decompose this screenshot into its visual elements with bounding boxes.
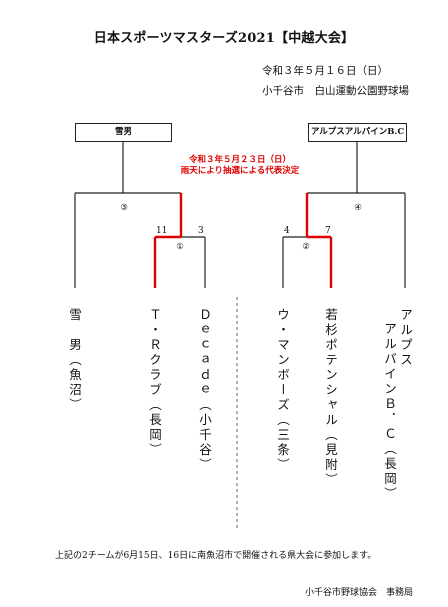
- score-m1-right: 3: [198, 226, 204, 236]
- event-venue: 小千谷市 白山運動公園野球場: [262, 85, 409, 97]
- team-city: （長岡）: [147, 398, 162, 458]
- score-m1-left: 11: [156, 226, 168, 236]
- match-label-2: ②: [302, 242, 310, 252]
- seed-box-left: 雪男: [75, 123, 172, 142]
- team-name: Ｔ・Ｒクラブ: [147, 308, 162, 398]
- rain-note-text: 雨天により抽選による代表決定: [180, 166, 300, 176]
- team-u-manbozu: ウ・マンボーズ（三条）: [275, 308, 290, 473]
- team-city: （三条）: [275, 413, 290, 473]
- team-wakasugi-potential: 若杉ポテンシャル（見附）: [323, 308, 338, 488]
- seed-box-right: アルプスアルパインB.C: [308, 123, 407, 142]
- team-decade: Ｄｅｃａｄｅ（小千谷）: [197, 308, 212, 473]
- match-label-3: ③: [120, 203, 128, 213]
- team-yukiotoko: 雪 男（魚沼）: [67, 308, 82, 413]
- team-city: （見附）: [323, 428, 338, 488]
- team-city: （小千谷）: [197, 398, 212, 473]
- team-name: アルパインＢ．Ｃ: [382, 322, 397, 442]
- rain-note: 令和３年５月２３日（日） 雨天により抽選による代表決定: [140, 155, 340, 177]
- team-alps-line1: アルプス: [398, 308, 413, 368]
- event-date: 令和３年５月１６日（日）: [262, 65, 388, 77]
- footer-note: 上記の2チームが6月15日、16日に南魚沼市で開催される県大会に参加します。: [55, 551, 377, 561]
- page-title: 日本スポーツマスターズ2021【中越大会】: [93, 31, 355, 46]
- match-label-1: ①: [176, 242, 184, 252]
- team-name: 雪 男: [67, 308, 82, 353]
- score-m2-right: 7: [325, 226, 331, 236]
- score-m2-left: 4: [284, 226, 290, 236]
- team-city: （長岡）: [382, 442, 397, 502]
- match-label-4: ④: [354, 203, 362, 213]
- team-name: ウ・マンボーズ: [275, 308, 290, 413]
- rain-note-date: 令和３年５月２３日（日）: [188, 155, 291, 165]
- team-tr-club: Ｔ・Ｒクラブ（長岡）: [147, 308, 162, 458]
- team-name: Ｄｅｃａｄｅ: [197, 308, 212, 398]
- team-alps-alpine: アルパインＢ．Ｃ（長岡）: [382, 322, 397, 502]
- organizer: 小千谷市野球協会 事務局: [305, 588, 414, 598]
- team-city: （魚沼）: [67, 353, 82, 413]
- team-name: 若杉ポテンシャル: [323, 308, 338, 428]
